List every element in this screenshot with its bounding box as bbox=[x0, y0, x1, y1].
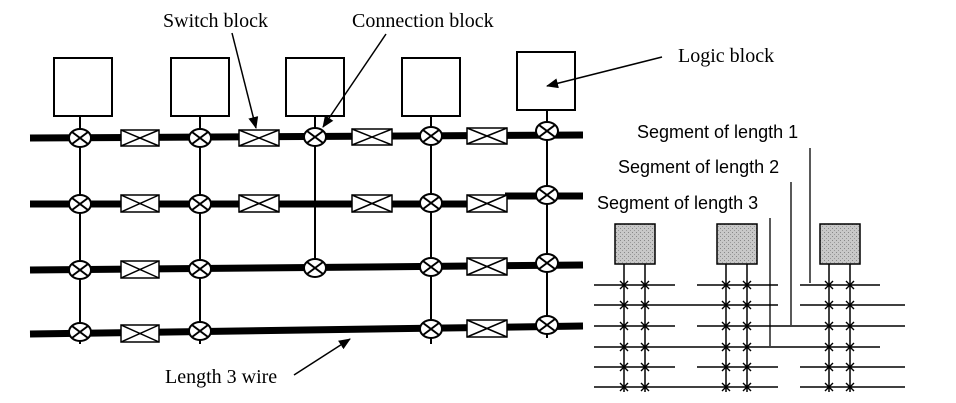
length3-wire-label: Length 3 wire bbox=[165, 366, 277, 388]
switch-box bbox=[466, 257, 508, 276]
logic-block bbox=[53, 57, 113, 117]
switch-box bbox=[120, 324, 160, 343]
connection-points bbox=[68, 121, 559, 342]
segment-leaders bbox=[769, 148, 811, 346]
logic-block bbox=[285, 57, 345, 117]
switch-block-arrow bbox=[231, 32, 259, 129]
segment2-label: Segment of length 2 bbox=[618, 157, 779, 177]
segmentation-diagram: Segment of length 1 Segment of length 2 … bbox=[594, 122, 905, 392]
switch-box bbox=[238, 129, 280, 147]
shaded-logic-block bbox=[819, 223, 861, 265]
shaded-logic-block bbox=[614, 223, 656, 265]
connection-block-label: Connection block bbox=[352, 10, 494, 32]
horizontal-tracks bbox=[29, 131, 584, 338]
length3-wire-arrow bbox=[293, 338, 351, 376]
switch-box bbox=[238, 194, 280, 213]
vertical-wires bbox=[79, 110, 548, 344]
switch-box bbox=[351, 194, 393, 213]
switch-box bbox=[120, 260, 160, 279]
segmented-tracks bbox=[594, 284, 905, 388]
switch-box bbox=[466, 319, 508, 338]
logic-block-arrow bbox=[546, 56, 663, 89]
switch-block-label: Switch block bbox=[163, 10, 268, 32]
switch-box bbox=[466, 127, 508, 145]
switch-boxes bbox=[120, 127, 508, 343]
connection-block-arrow bbox=[322, 33, 387, 128]
switch-box bbox=[351, 128, 393, 146]
block-pins bbox=[623, 264, 851, 392]
segment3-label: Segment of length 3 bbox=[597, 193, 758, 213]
shaded-logic-block bbox=[716, 223, 758, 265]
crosspoints bbox=[619, 280, 855, 392]
switch-box bbox=[120, 129, 160, 147]
switch-box bbox=[120, 194, 160, 213]
segment1-label: Segment of length 1 bbox=[637, 122, 798, 142]
logic-block bbox=[401, 57, 461, 117]
logic-block-label: Logic block bbox=[678, 45, 774, 67]
routing-fabric: Switch block Connection block Logic bloc… bbox=[29, 10, 774, 388]
switch-box bbox=[466, 194, 508, 213]
logic-block bbox=[170, 57, 230, 117]
